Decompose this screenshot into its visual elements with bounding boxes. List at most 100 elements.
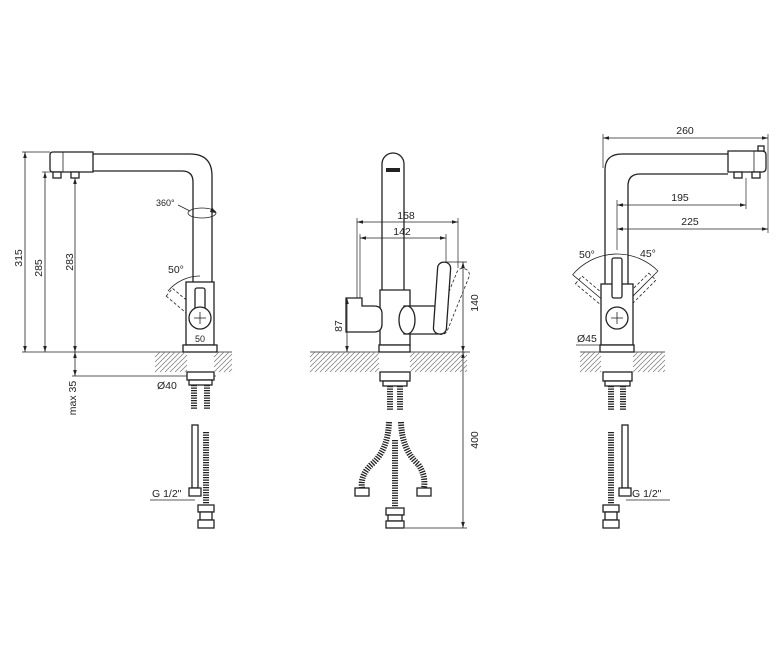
threaded-rod	[621, 424, 629, 489]
rotation-label: 360°	[156, 198, 175, 208]
angle-right-label: 45°	[640, 248, 656, 260]
spray-nozzle	[52, 171, 62, 179]
hatch-line	[579, 351, 586, 358]
hatch-line	[594, 365, 602, 373]
right-handle-lever	[432, 261, 452, 335]
handle-angle-arc	[167, 275, 201, 292]
hatch-line	[409, 351, 416, 358]
mounting-washer	[382, 380, 408, 387]
hatch-line	[213, 351, 230, 368]
hatch-line	[154, 351, 171, 368]
dimension-arrowhead	[617, 203, 623, 207]
dim-diameter-label: Ø40	[157, 380, 177, 392]
hose-nut	[604, 511, 618, 521]
handle-lever	[611, 257, 623, 299]
dim-225-label: 225	[681, 216, 699, 228]
hatch-line	[464, 369, 468, 373]
dim-max35-label: max 35	[67, 381, 79, 416]
hose-nut	[197, 519, 215, 529]
hatch-line	[329, 351, 351, 373]
dimension-arrowhead	[461, 262, 465, 268]
mounting-nut	[379, 371, 411, 382]
dimension-arrowhead	[440, 236, 446, 240]
hatch-line	[154, 351, 176, 373]
hatch-line	[454, 359, 468, 373]
spout-head	[381, 152, 405, 176]
hatch-line	[584, 355, 602, 373]
dimension-arrowhead	[43, 346, 47, 352]
dimension-arrowhead	[740, 203, 746, 207]
hatch-line	[414, 351, 436, 373]
dim-142-label: 142	[393, 226, 411, 238]
hatch-line	[174, 359, 188, 373]
hatch-line	[228, 368, 233, 373]
spray-nozzle	[70, 171, 80, 179]
hatch-line	[339, 351, 361, 373]
hatch-line	[364, 357, 380, 373]
faucet-base	[182, 344, 218, 353]
hatch-line	[223, 363, 233, 373]
dimension-arrowhead	[461, 352, 465, 358]
thread-label: G 1/2"	[152, 488, 182, 500]
hatch-line	[632, 351, 639, 358]
dim-283-label: 283	[64, 253, 76, 271]
spout-inner-edge	[627, 173, 728, 284]
hatch-line	[324, 351, 346, 373]
spout-outer-edge	[93, 153, 213, 282]
dimension-arrowhead	[23, 152, 27, 158]
hatch-line	[218, 358, 233, 373]
dimension-arrowhead	[452, 220, 458, 224]
hatch-line	[444, 351, 466, 373]
right-side-view: 260 195 225 50° 45° Ø45	[572, 125, 769, 529]
hatch-line	[169, 354, 188, 373]
dimension-arrowhead	[762, 227, 768, 231]
hatch-line	[434, 351, 456, 373]
hatch-line	[632, 351, 654, 373]
hatch-line	[344, 351, 366, 373]
hatch-line	[657, 364, 666, 373]
threaded-rod	[191, 424, 199, 489]
hatch-line	[314, 351, 336, 373]
rod-nut	[387, 514, 403, 522]
hatch-line	[632, 351, 644, 363]
hatch-line	[154, 351, 161, 358]
hatch-line	[429, 351, 451, 373]
hatch-line	[349, 351, 371, 373]
hatch-line	[647, 354, 666, 373]
hatch-line	[419, 351, 441, 373]
thread-label: G 1/2"	[632, 488, 662, 500]
mounting-washer	[604, 380, 631, 387]
left-side-view: 360° 50° 50 315 285 283 max 35 Ø40	[13, 151, 232, 529]
hatch-line	[213, 351, 220, 358]
mounting-washer	[188, 379, 213, 386]
spray-nozzle	[733, 171, 743, 179]
mounting-nut	[186, 371, 215, 381]
right-handle-hub	[398, 305, 416, 335]
spray-head-tab	[757, 145, 765, 152]
handle-angle-label: 50°	[168, 264, 184, 276]
spray-head	[49, 151, 94, 173]
hatch-line	[642, 351, 664, 373]
hose-nut	[602, 504, 620, 513]
hatch-line	[159, 351, 181, 373]
rod-fitting	[618, 487, 632, 497]
spout-outer-edge	[604, 153, 728, 284]
dimension-arrowhead	[461, 522, 465, 528]
dimension-arrowhead	[762, 136, 768, 140]
rotation-leader	[177, 204, 191, 212]
hatch-line	[589, 360, 602, 373]
hatch-line	[309, 351, 316, 358]
hatch-line	[359, 352, 380, 373]
hatch-line	[409, 351, 426, 368]
hose-nut	[354, 487, 370, 497]
hatch-line	[439, 351, 461, 373]
hatch-line	[409, 351, 431, 373]
front-view: 158 142 87 140 400	[310, 152, 481, 529]
hatch-line	[662, 369, 666, 373]
hatch-line	[164, 351, 186, 373]
hatch-line	[309, 351, 326, 368]
angle-left-label: 50°	[579, 249, 595, 261]
hose-nut	[602, 519, 620, 529]
hatch-line	[309, 351, 331, 373]
